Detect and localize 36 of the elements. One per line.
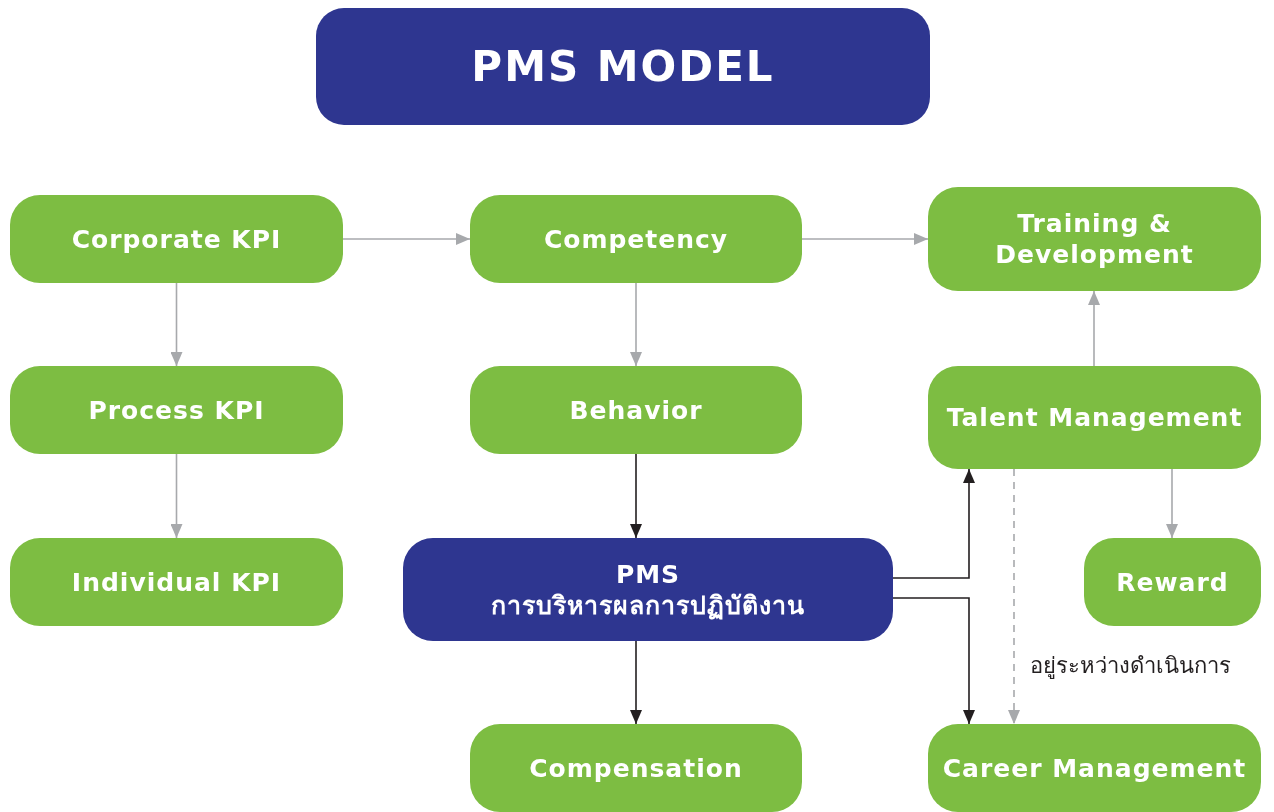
box-label: Talent Management [946, 402, 1243, 433]
title-banner: PMS MODEL [316, 8, 930, 125]
box-label: PMS [615, 558, 681, 590]
box-label: Behavior [569, 394, 703, 426]
box-label: Career Management [942, 752, 1247, 784]
arrow [170, 282, 183, 367]
box-label: Training & Development [994, 208, 1195, 270]
arrow [342, 233, 471, 245]
process-box [1084, 538, 1261, 626]
process-box [928, 724, 1261, 812]
process-box [10, 538, 343, 626]
process-box [470, 195, 802, 283]
process-box [470, 366, 802, 454]
process-box [403, 538, 893, 641]
box-label: Reward [1116, 566, 1229, 598]
arrow [1088, 290, 1100, 367]
process-box [470, 724, 802, 812]
arrow [630, 453, 642, 539]
arrow [170, 453, 183, 539]
process-box [928, 366, 1261, 469]
process-box [10, 195, 343, 283]
box-label: Corporate KPI [71, 223, 282, 255]
box-label: การบริหารผลการปฏิบัติงาน [491, 589, 805, 621]
arrow [1008, 468, 1020, 725]
arrow [1166, 468, 1178, 539]
box-label: Process KPI [88, 394, 265, 426]
arrow [801, 233, 929, 245]
arrow [892, 468, 975, 579]
arrow [892, 597, 975, 725]
process-box [10, 366, 343, 454]
arrow [630, 640, 642, 725]
process-box [928, 187, 1261, 291]
box-label: Individual KPI [71, 566, 282, 598]
arrow [630, 282, 642, 367]
box-label: Compensation [529, 752, 743, 784]
box-label: Competency [543, 223, 729, 255]
